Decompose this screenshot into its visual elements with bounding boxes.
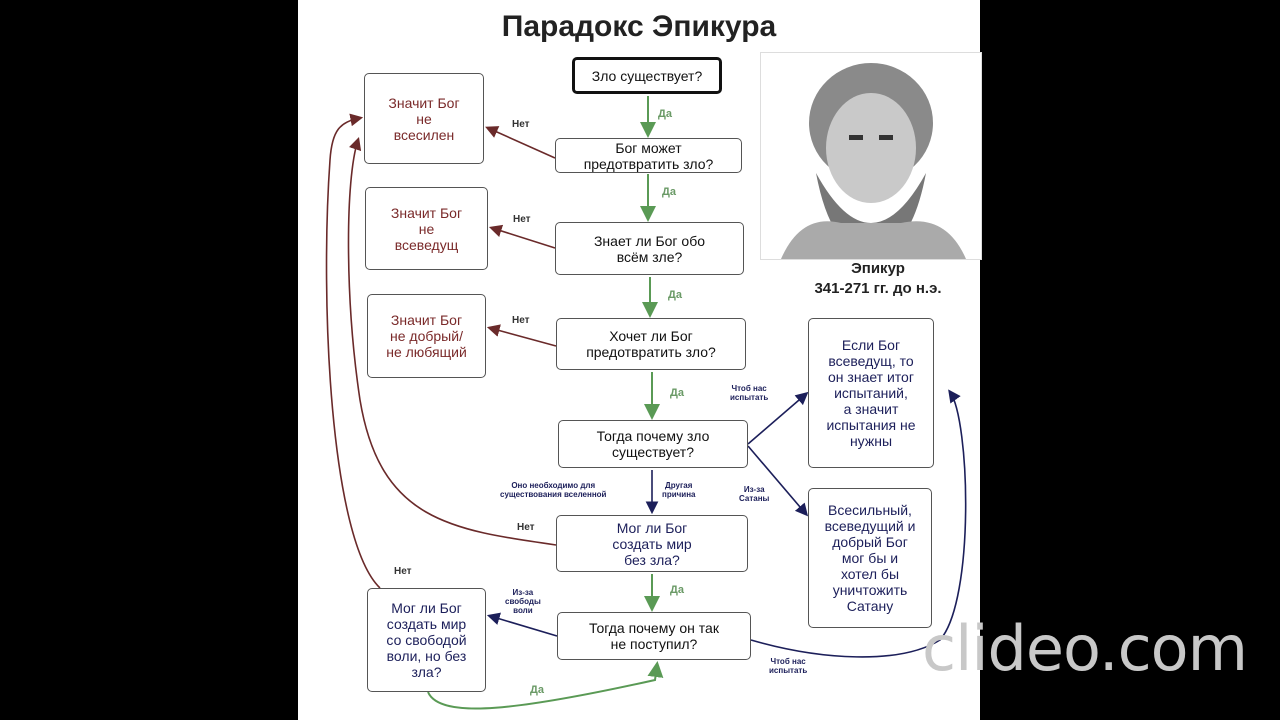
portrait-caption: Эпикур 341-271 гг. до н.э. bbox=[790, 259, 966, 299]
portrait-years: 341-271 гг. до н.э. bbox=[814, 280, 942, 297]
watermark: clideo.com bbox=[922, 612, 1248, 685]
conclusion-not-omniscient: Значит Бог не всеведущ bbox=[365, 187, 488, 270]
label-no: Нет bbox=[517, 522, 535, 533]
conclusion-not-omnipotent: Значит Бог не всесилен bbox=[364, 73, 484, 164]
label-no: Нет bbox=[512, 315, 530, 326]
portrait-name: Эпикур bbox=[851, 260, 905, 277]
conclusion-tests-unneeded: Если Бог всеведущ, то он знает итог испы… bbox=[808, 318, 934, 468]
label-yes: Да bbox=[670, 387, 684, 399]
question-evil-exists: Зло существует? bbox=[572, 57, 722, 94]
label-yes: Да bbox=[668, 289, 682, 301]
epicurus-portrait bbox=[760, 52, 982, 260]
label-necessary: Оно необходимо для существования вселенн… bbox=[500, 481, 607, 499]
label-to-test: Чтоб нас испытать bbox=[730, 384, 769, 402]
label-no: Нет bbox=[513, 214, 531, 225]
label-to-test: Чтоб нас испытать bbox=[769, 657, 808, 675]
question-why-not: Тогда почему он так не поступил? bbox=[557, 612, 751, 660]
label-satan: Из-за Сатаны bbox=[739, 485, 770, 503]
question-why-evil: Тогда почему зло существует? bbox=[558, 420, 748, 468]
question-wants: Хочет ли Бог предотвратить зло? bbox=[556, 318, 746, 370]
label-other-reason: Другая причина bbox=[662, 481, 696, 499]
label-yes: Да bbox=[670, 584, 684, 596]
label-yes: Да bbox=[530, 684, 544, 696]
conclusion-not-good: Значит Бог не добрый/ не любящий bbox=[367, 294, 486, 378]
label-free-will: Из-за свободы воли bbox=[505, 588, 541, 615]
label-no: Нет bbox=[394, 566, 412, 577]
conclusion-destroy-satan: Всесильный, всеведущий и добрый Бог мог … bbox=[808, 488, 932, 628]
page-title: Парадокс Эпикура bbox=[501, 10, 777, 43]
question-world-without-evil: Мог ли Бог создать мир без зла? bbox=[556, 515, 748, 572]
label-no: Нет bbox=[512, 119, 530, 130]
question-can-prevent: Бог может предотвратить зло? bbox=[555, 138, 742, 173]
label-yes: Да bbox=[662, 186, 676, 198]
label-yes: Да bbox=[658, 108, 672, 120]
question-knows: Знает ли Бог обо всём зле? bbox=[555, 222, 744, 275]
question-free-will: Мог ли Бог создать мир со свободой воли,… bbox=[367, 588, 486, 692]
